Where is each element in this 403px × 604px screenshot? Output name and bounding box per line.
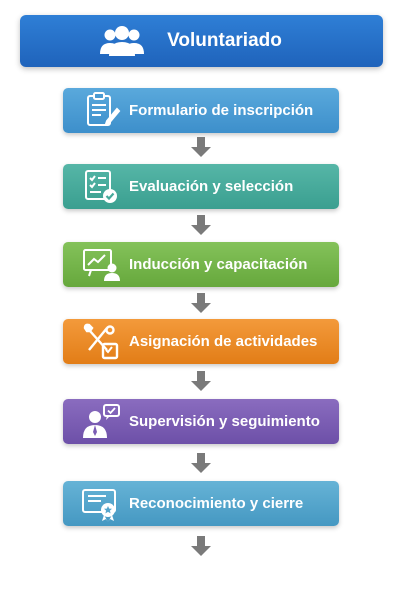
tools-task-icon (83, 323, 119, 360)
certificate-award-icon (82, 489, 116, 522)
arrow-down-icon (191, 536, 211, 556)
supervisor-chat-icon (83, 404, 120, 438)
step-formulario-inscripcion: Formulario de inscripción (63, 88, 339, 133)
arrow-down-icon (191, 215, 211, 235)
step-supervision-seguimiento: Supervisión y seguimiento (63, 399, 339, 444)
arrow-down-icon (191, 137, 211, 157)
step-label: Asignación de actividades (129, 333, 318, 350)
step-induccion-capacitacion: Inducción y capacitación (63, 242, 339, 287)
step-reconocimiento-cierre: Reconocimiento y cierre (63, 481, 339, 526)
step-label: Reconocimiento y cierre (129, 495, 304, 512)
arrow-down-icon (191, 453, 211, 473)
step-evaluacion-seleccion: Evaluación y selección (63, 164, 339, 209)
step-label: Formulario de inscripción (129, 102, 314, 119)
checklist-approval-icon (85, 170, 117, 203)
presentation-trainer-icon (83, 249, 120, 281)
clipboard-form-icon (87, 92, 121, 126)
header-voluntariado: Voluntariado (20, 15, 383, 67)
people-group-icon (100, 26, 144, 56)
step-label: Evaluación y selección (129, 178, 294, 195)
step-asignacion-actividades: Asignación de actividades (63, 319, 339, 364)
step-label: Supervisión y seguimiento (129, 413, 320, 430)
arrow-down-icon (191, 293, 211, 313)
arrow-down-icon (191, 371, 211, 391)
header-title: Voluntariado (167, 30, 282, 51)
step-label: Inducción y capacitación (129, 256, 308, 273)
